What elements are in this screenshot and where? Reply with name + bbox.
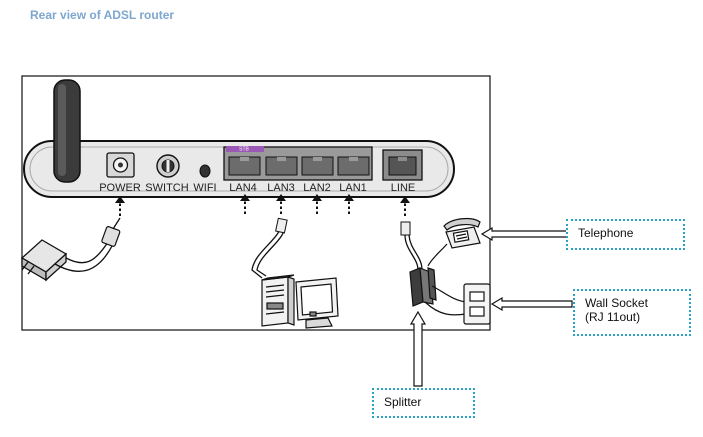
wall-socket-callout: Wall Socket (RJ 11out)	[573, 289, 691, 336]
wall-socket-callout-label: Wall Socket	[585, 296, 648, 310]
splitter-device-icon	[409, 267, 437, 307]
lan2-label: LAN2	[303, 182, 331, 194]
line-cable	[404, 234, 419, 271]
telephone-icon	[443, 217, 481, 249]
power-label: POWER	[99, 182, 141, 194]
stb-label: STB	[239, 147, 249, 153]
wifi-label: WIFI	[193, 182, 216, 194]
switch-label: SWITCH	[145, 182, 188, 194]
telephone-callout: Telephone	[566, 219, 685, 250]
splitter-callout-label: Splitter	[384, 395, 422, 409]
power-adapter-icon	[20, 239, 68, 282]
line-arrow	[400, 196, 410, 203]
power-switch-icon	[156, 154, 180, 178]
monitor-icon	[295, 277, 339, 329]
pc-tower-icon	[261, 274, 295, 327]
antenna-icon	[53, 79, 81, 183]
splitter-callout: Splitter	[372, 388, 475, 418]
line-label: LINE	[391, 182, 415, 194]
line-plug-icon	[400, 221, 411, 236]
wifi-button-icon	[199, 164, 211, 178]
lan1-label: LAN1	[339, 182, 367, 194]
ethernet-plug-icon	[275, 217, 288, 234]
lan4-port-icon	[228, 156, 261, 176]
wall-socket-icon	[463, 283, 491, 325]
lan1-port-icon	[337, 156, 370, 176]
lan1-arrow	[344, 194, 354, 201]
lan3-port-icon	[265, 156, 298, 176]
lan3-arrow	[276, 194, 286, 201]
wall-socket-callout-sublabel: (RJ 11out)	[585, 310, 641, 324]
lan4-label: LAN4	[229, 182, 257, 194]
telephone-callout-label: Telephone	[578, 226, 634, 240]
power-arrow	[115, 196, 125, 203]
power-cable	[65, 241, 109, 264]
telephone-callout-arrow	[480, 226, 568, 242]
wall-socket-callout-arrow	[490, 296, 573, 312]
diagram-title: Rear view of ADSL router	[30, 8, 175, 22]
lan4-arrow	[240, 194, 250, 201]
lan3-label: LAN3	[267, 182, 295, 194]
line-port-icon	[382, 149, 423, 181]
lan2-port-icon	[301, 156, 334, 176]
power-jack-icon	[106, 152, 135, 178]
splitter-callout-arrow	[409, 310, 427, 387]
stb-bar	[226, 146, 264, 152]
lan2-arrow	[312, 194, 322, 201]
